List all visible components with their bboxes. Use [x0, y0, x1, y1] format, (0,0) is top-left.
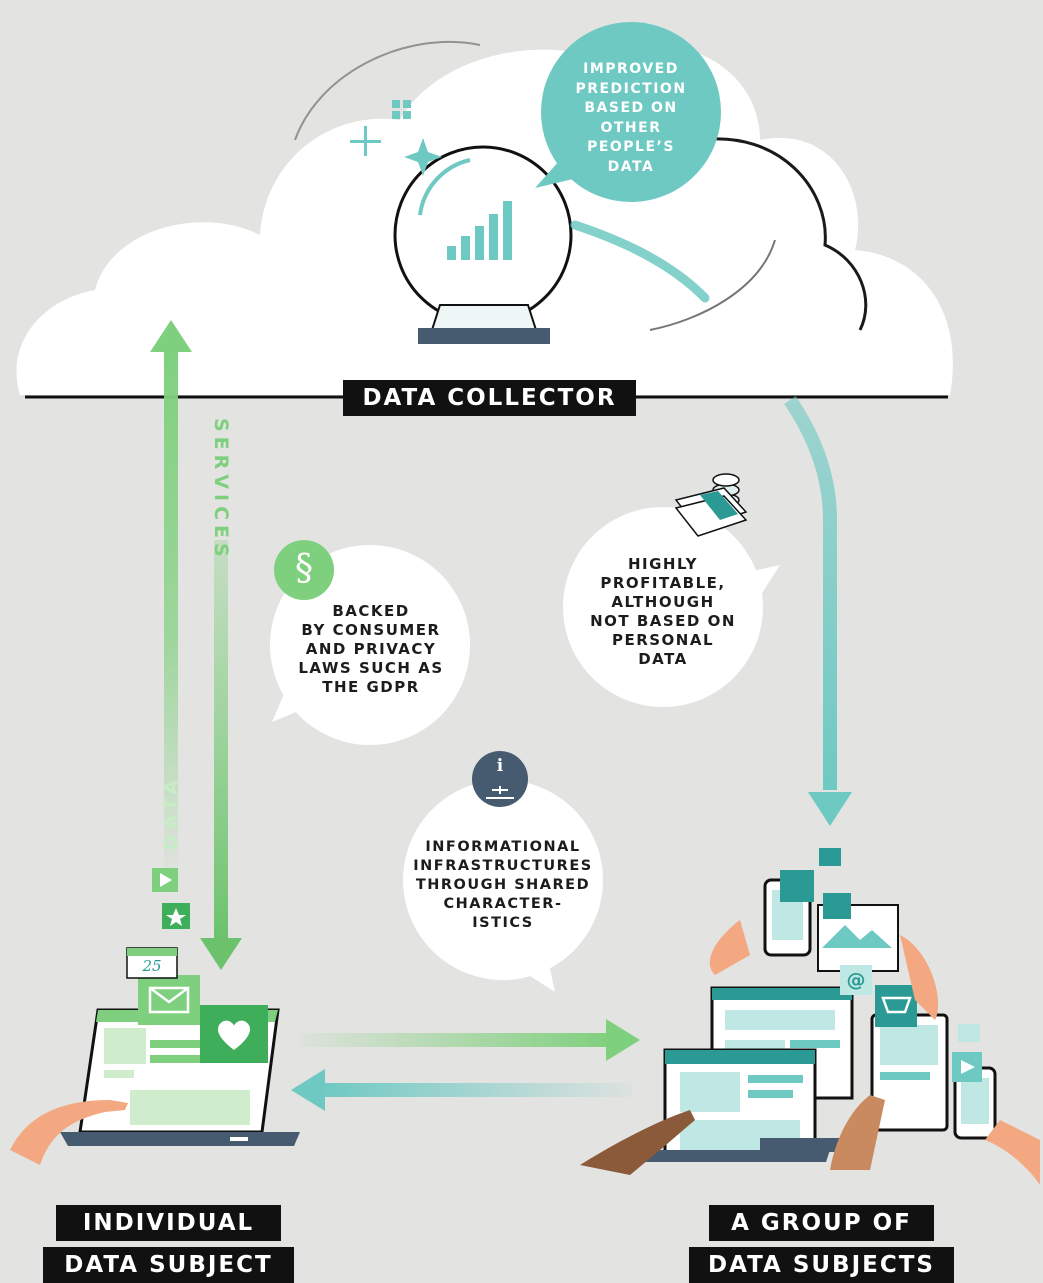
individual-label-line2: DATA SUBJECT: [43, 1247, 294, 1283]
profitable-bubble: [563, 507, 780, 707]
money-icon: [674, 473, 748, 537]
calendar-day: 25: [142, 957, 162, 975]
section-symbol-icon: §: [295, 548, 313, 589]
data-arrow: [150, 320, 192, 870]
group-hand-2: [900, 935, 939, 1020]
group-label-line2: DATA SUBJECTS: [689, 1247, 954, 1283]
prediction-bubble-text: IMPROVED PREDICTION BASED ON OTHER PEOPL…: [575, 61, 687, 175]
services-arrow: [200, 540, 242, 970]
group-hand-3: [580, 1110, 695, 1175]
individual-hand: [10, 1100, 128, 1165]
sparkle-icons: [350, 100, 442, 176]
prediction-bubble: [535, 22, 721, 202]
play-icon: [152, 868, 178, 892]
services-arrow-label: SERVICES: [210, 418, 232, 562]
individual-to-group-arrow: [300, 1019, 640, 1061]
at-icon: @: [846, 969, 866, 991]
laws-bubble: [270, 540, 470, 745]
infrastructures-bubble-text: INFORMATIONAL INFRASTRUCTURES THROUGH SH…: [413, 839, 593, 931]
group-label-line1: A GROUP OF: [709, 1205, 934, 1241]
group-to-individual-arrow: [291, 1069, 632, 1111]
group-hand-5: [985, 1120, 1040, 1185]
profitable-bubble-text: HIGHLY PROFITABLE, ALTHOUGH NOT BASED ON…: [590, 555, 736, 668]
crystal-ball-icon: [393, 145, 573, 344]
infrastructures-bubble: [403, 751, 603, 992]
calendar-icon: [126, 947, 178, 979]
info-icon: i: [496, 756, 504, 776]
data-collector-label: DATA COLLECTOR: [343, 380, 636, 416]
collector-to-group-arrow: [784, 396, 852, 826]
laws-bubble-text: BACKED BY CONSUMER AND PRIVACY LAWS SUCH…: [298, 602, 444, 696]
star-icon: [162, 903, 190, 929]
individual-label-line1: INDIVIDUAL: [56, 1205, 281, 1241]
group-devices: [640, 848, 997, 1162]
mail-icon: [138, 975, 200, 1025]
data-arrow-label: DATA: [160, 775, 182, 851]
magnifier-handle: [570, 220, 710, 303]
group-hand-1: [709, 920, 750, 975]
heart-card-icon: [200, 1005, 268, 1063]
group-hand-4: [830, 1095, 885, 1170]
